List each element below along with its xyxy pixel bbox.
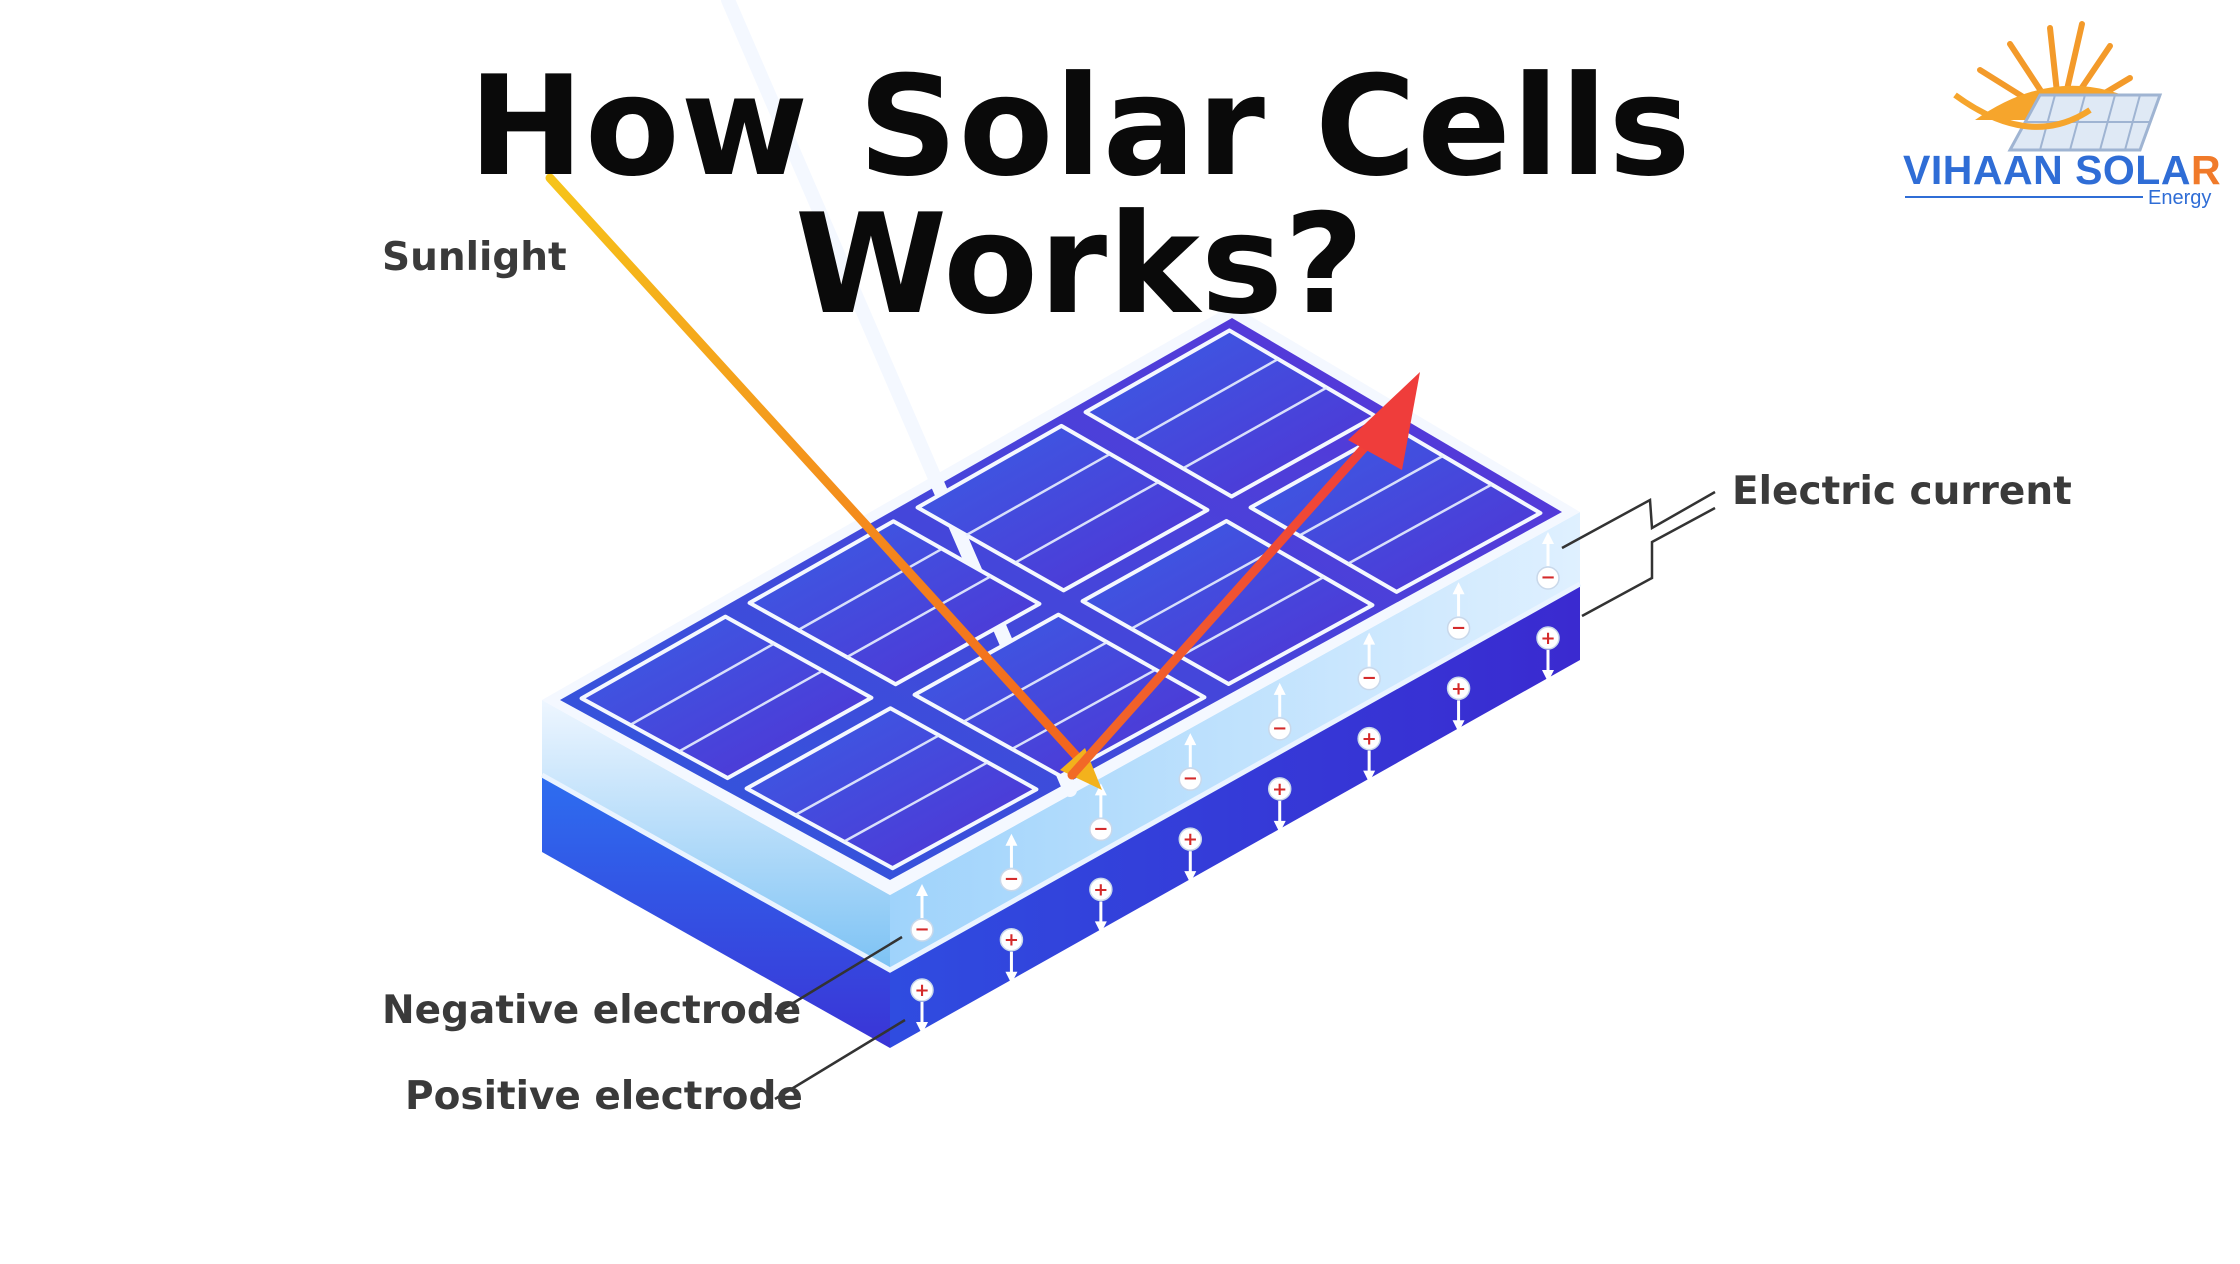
negative-charge <box>1089 817 1113 842</box>
panel-front-face-bottom <box>890 584 1580 1048</box>
positive-charge-symbol: + <box>1272 779 1287 800</box>
positive-charge-symbol: + <box>914 980 929 1001</box>
negative-charge-arrowhead <box>1184 733 1197 746</box>
positive-charge-arrowhead <box>916 1022 928 1034</box>
cell-bus-bar <box>1011 668 1157 751</box>
positive-charge-symbol: + <box>1451 678 1466 699</box>
logo-name: VIHAAN SOLAR <box>1903 150 2221 191</box>
positive-charge-symbol: + <box>1183 829 1198 850</box>
negative-charge-symbol: − <box>1272 718 1287 739</box>
cell-bus-bar <box>794 734 940 817</box>
positive-charge <box>1178 827 1203 851</box>
panel-left-face-bottom <box>542 775 890 1048</box>
leader-lines <box>774 490 1716 1101</box>
cell-bus-bar <box>1130 547 1276 630</box>
cell-bus-bar <box>1298 454 1444 537</box>
cell-bus-bar <box>629 642 775 726</box>
cell-bus-bar <box>1347 483 1493 565</box>
negative-charge-symbol: − <box>1362 668 1377 689</box>
positive-charge <box>999 927 1024 952</box>
negative-charge-arrowhead <box>1273 682 1286 695</box>
cell-bus-bar <box>1014 480 1160 564</box>
positive-charge-arrowhead <box>1184 871 1197 884</box>
positive-charge-symbol: + <box>1362 729 1377 750</box>
electric-current-leader-bottom <box>1581 506 1716 618</box>
cell-bus-bar <box>843 761 989 843</box>
positive-charge-symbol: + <box>1004 930 1019 951</box>
logo-subtitle: Energy <box>2148 187 2212 209</box>
negative-charge-arrowhead <box>1542 532 1554 544</box>
charge-carriers: − + − + − + − + − + − + − + − + <box>910 532 1560 1034</box>
negative-charge <box>1536 566 1560 590</box>
cell-bus-bar <box>965 452 1111 537</box>
logo-name-main: VIHAAN SOLA <box>1903 147 2191 193</box>
negative-charge-symbol: − <box>1004 869 1019 890</box>
positive-charge <box>1536 626 1560 650</box>
electric-current-leader-top <box>1561 490 1716 550</box>
panel-front-face-top <box>890 512 1580 970</box>
negative-charge <box>910 918 934 942</box>
positive-charge <box>1446 676 1471 701</box>
negative-charge-symbol: − <box>1093 818 1108 839</box>
negative-charge-arrowhead <box>1363 632 1376 645</box>
positive-charge <box>1357 726 1381 751</box>
positive-charge <box>910 978 934 1002</box>
positive-charge-arrowhead <box>1094 921 1107 934</box>
negative-electrode-label: Negative electrode <box>382 988 802 1033</box>
positive-charge <box>1089 877 1113 902</box>
positive-charge-arrowhead <box>1363 770 1376 783</box>
page-title: How Solar Cells Works? <box>468 46 1692 345</box>
electric-current-label: Electric current <box>1732 469 2072 514</box>
cell-bus-bar <box>678 669 824 753</box>
negative-charge <box>1178 767 1203 791</box>
cell-bus-bar <box>1133 357 1279 442</box>
negative-charge <box>1267 717 1292 741</box>
logo-underline <box>1905 196 2143 198</box>
logo-graphic <box>1953 21 2163 152</box>
negative-charge-arrowhead <box>916 884 928 896</box>
layer-divider <box>540 581 1582 973</box>
solar-panel <box>540 0 1582 1048</box>
negative-charge-arrowhead <box>1452 582 1465 595</box>
positive-charge-arrowhead <box>1005 971 1018 984</box>
cell-bus-bar <box>962 641 1108 723</box>
panel-left-face-top <box>542 700 890 970</box>
logo-name-accent: R <box>2190 147 2222 193</box>
negative-charge-symbol: − <box>1451 617 1466 638</box>
cell-bus-bar <box>1179 575 1325 658</box>
negative-charge <box>1446 616 1471 641</box>
negative-charge-symbol: − <box>1183 768 1198 789</box>
negative-charge-symbol: − <box>1540 567 1555 588</box>
negative-charge <box>1357 666 1381 691</box>
positive-electrode-leader <box>774 1018 906 1101</box>
cell-bus-bar <box>797 547 943 632</box>
positive-charge-arrowhead <box>1542 670 1554 682</box>
sunlight-label: Sunlight <box>382 235 567 280</box>
negative-charge <box>999 867 1024 892</box>
positive-charge-arrowhead <box>1452 720 1465 733</box>
positive-charge-arrowhead <box>1273 820 1286 833</box>
cell-bus-bar <box>1182 386 1328 470</box>
positive-electrode-label: Positive electrode <box>405 1074 803 1119</box>
positive-charge-symbol: + <box>1540 628 1555 649</box>
reflected-arrow <box>1067 372 1420 780</box>
positive-charge-symbol: + <box>1093 879 1108 900</box>
cell-stripes <box>629 357 1493 843</box>
negative-charge-arrowhead <box>1005 833 1018 846</box>
negative-electrode-leader <box>774 935 903 1016</box>
cell-bus-bar <box>846 575 992 659</box>
positive-charge <box>1267 777 1292 801</box>
panel-top-face-inner <box>560 318 1562 880</box>
negative-charge-symbol: − <box>914 919 929 940</box>
